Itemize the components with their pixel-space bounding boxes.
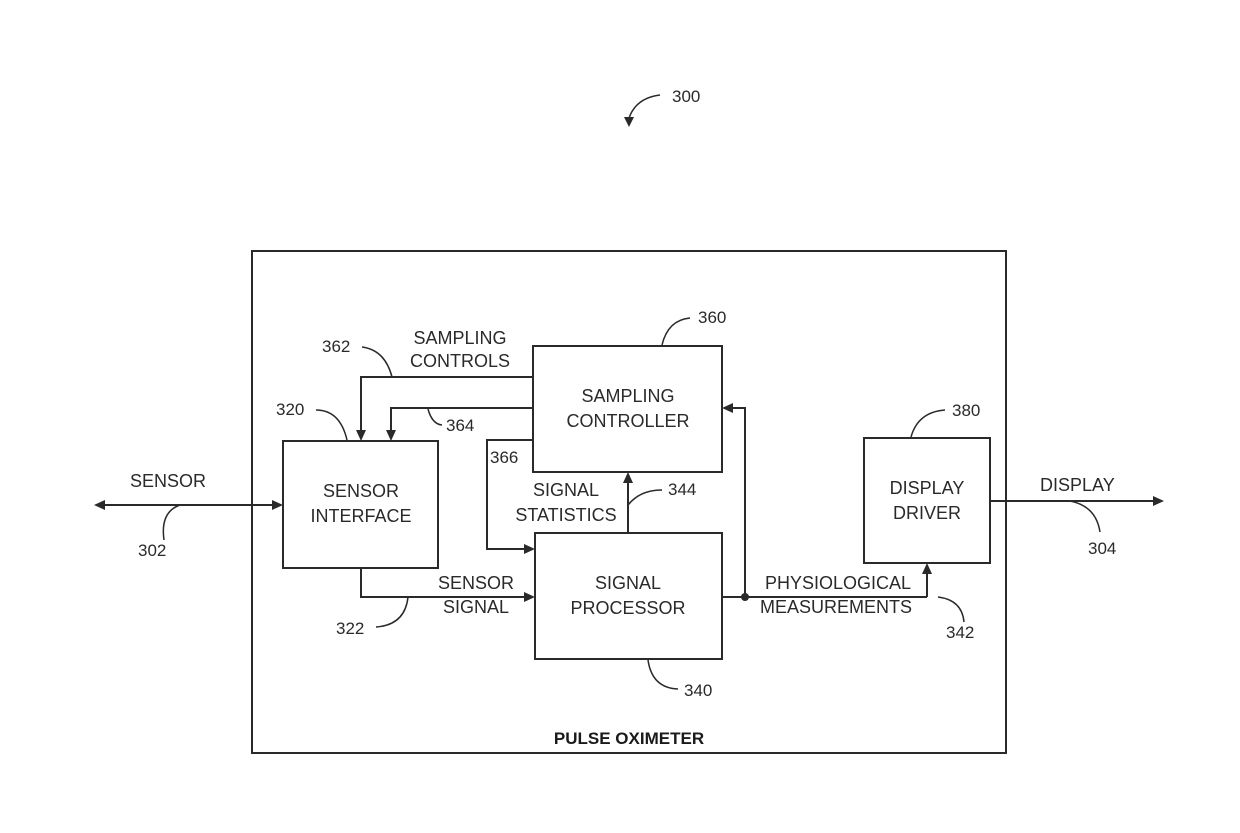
sensor-interface-block [283, 441, 438, 568]
signal-processor-ref: 340 [684, 681, 712, 700]
sampling-controls-label-line2: CONTROLS [410, 351, 510, 371]
display-port-ref: 304 [1088, 539, 1116, 558]
physiological-measurements-ref-leader [938, 597, 964, 622]
sampling-controller-ref: 360 [698, 308, 726, 327]
sensor-signal-ref: 322 [336, 619, 364, 638]
signal-statistics-arrowhead [623, 472, 633, 483]
control-366-ref: 366 [490, 448, 518, 467]
measurements-feedback-line [731, 408, 745, 597]
control-364-ref-leader [428, 409, 442, 425]
sensor-port-arrowhead-right [272, 500, 283, 510]
physiological-measurements-label-line2: MEASUREMENTS [760, 597, 912, 617]
signal-statistics-ref: 344 [668, 480, 696, 499]
sensor-port-arrowhead-left [94, 500, 105, 510]
signal-processor-label-line2: PROCESSOR [570, 598, 685, 618]
figure-ref-leader [629, 95, 660, 118]
signal-statistics-label-line2: STATISTICS [515, 505, 616, 525]
sensor-signal-label-line1: SENSOR [438, 573, 514, 593]
sensor-interface-ref: 320 [276, 400, 304, 419]
sampling-controls-ref-leader [362, 347, 392, 377]
signal-processor-ref-leader [648, 660, 678, 689]
sampling-controls-ref: 362 [322, 337, 350, 356]
control-364-arrowhead [386, 430, 396, 441]
display-port-label: DISPLAY [1040, 475, 1115, 495]
sampling-controls-arrowhead [356, 430, 366, 441]
sensor-interface-label-line2: INTERFACE [310, 506, 411, 526]
signal-statistics-ref-leader [628, 490, 662, 505]
measurements-junction-dot [741, 593, 749, 601]
physiological-measurements-arrowhead [922, 563, 932, 574]
sensor-signal-label-line2: SIGNAL [443, 597, 509, 617]
sensor-signal-arrowhead [524, 592, 535, 602]
sampling-controls-label-line1: SAMPLING [413, 328, 506, 348]
signal-processor-block [535, 533, 722, 659]
signal-processor-label-line1: SIGNAL [595, 573, 661, 593]
figure-ref-arrowhead [624, 117, 634, 127]
sampling-controller-label-line2: CONTROLLER [566, 411, 689, 431]
figure-ref-label: 300 [672, 87, 700, 106]
sensor-interface-ref-leader [316, 410, 347, 440]
pulse-oximeter-label: PULSE OXIMETER [554, 729, 704, 748]
display-port-arrowhead [1153, 496, 1164, 506]
display-driver-block [864, 438, 990, 563]
display-driver-label-line2: DRIVER [893, 503, 961, 523]
sensor-interface-label-line1: SENSOR [323, 481, 399, 501]
physiological-measurements-ref: 342 [946, 623, 974, 642]
sensor-port-ref: 302 [138, 541, 166, 560]
measurements-feedback-arrowhead [722, 403, 733, 413]
physiological-measurements-label-line1: PHYSIOLOGICAL [765, 573, 911, 593]
sampling-controller-label-line1: SAMPLING [581, 386, 674, 406]
sensor-port-label: SENSOR [130, 471, 206, 491]
sensor-port-ref-leader [163, 505, 180, 540]
display-driver-label-line1: DISPLAY [890, 478, 965, 498]
display-driver-ref: 380 [952, 401, 980, 420]
signal-statistics-label-line1: SIGNAL [533, 480, 599, 500]
control-364-ref: 364 [446, 416, 474, 435]
sensor-signal-ref-leader [376, 597, 408, 627]
control-366-arrowhead [524, 544, 535, 554]
sampling-controller-block [533, 346, 722, 472]
sampling-controller-ref-leader [662, 318, 690, 345]
display-driver-ref-leader [911, 410, 945, 437]
display-port-ref-leader [1070, 501, 1100, 532]
